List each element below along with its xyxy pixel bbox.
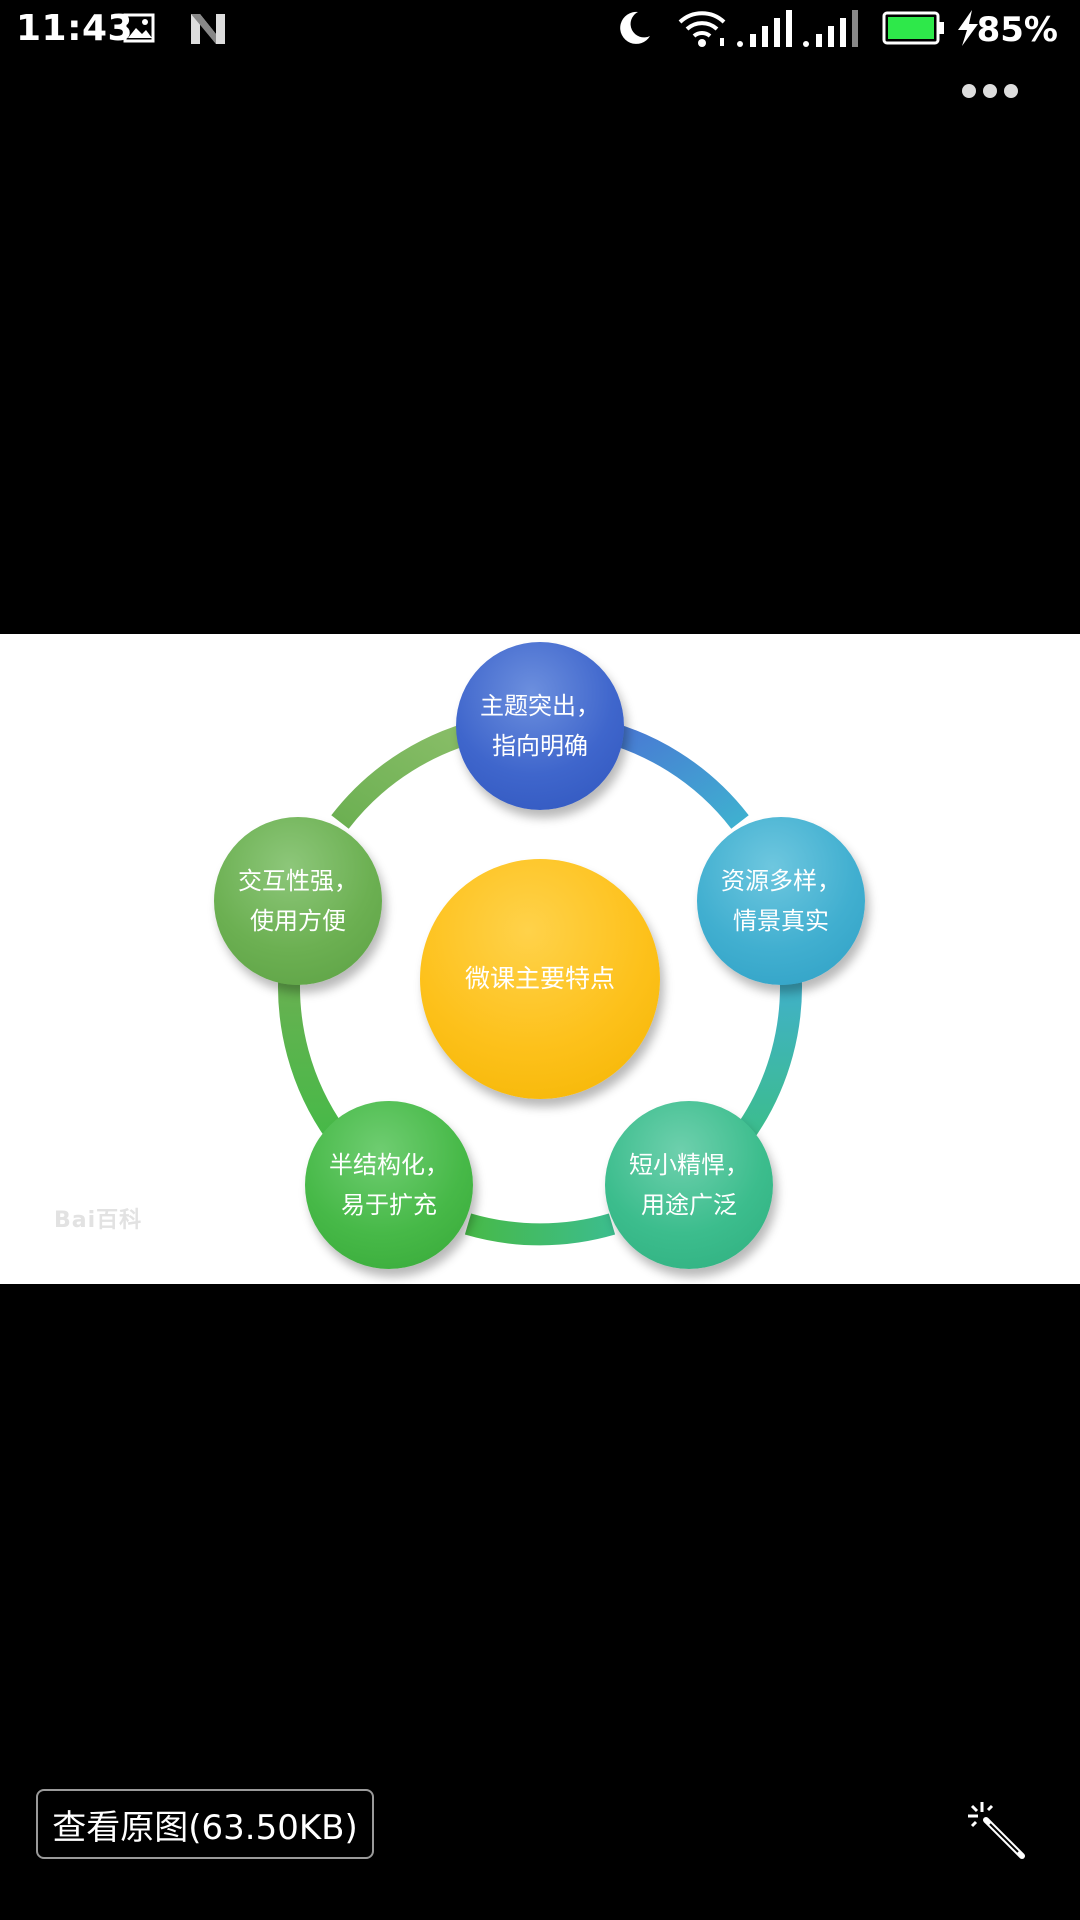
diagram-node-label: 短小精悍， 用途广泛 xyxy=(629,1151,749,1219)
diagram-node: 短小精悍， 用途广泛 xyxy=(605,1101,773,1269)
diagram-node-label: 半结构化， 易于扩充 xyxy=(329,1151,449,1219)
status-time: 11:43 xyxy=(16,8,134,49)
dot xyxy=(962,84,976,98)
status-bar: 11:43 xyxy=(0,0,1080,62)
dot xyxy=(983,84,997,98)
diagram-center-label: 微课主要特点 xyxy=(464,964,615,993)
signal-icon xyxy=(802,8,862,54)
dot xyxy=(1004,84,1018,98)
view-original-button[interactable]: 查看原图(63.50KB) xyxy=(36,1789,374,1859)
diagram-node-label: 资源多样， 情景真实 xyxy=(721,867,841,935)
diagram-node: 主题突出， 指向明确 xyxy=(456,642,624,810)
diagram-center-node: 微课主要特点 xyxy=(420,859,660,1099)
diagram-node: 交互性强， 使用方便 xyxy=(214,817,382,985)
signal-icon xyxy=(736,8,796,54)
n-icon xyxy=(188,12,228,50)
image-icon xyxy=(122,12,158,50)
diagram-node: 资源多样， 情景真实 xyxy=(697,817,865,985)
wifi-icon xyxy=(676,8,728,54)
displayed-image[interactable]: 主题突出， 指向明确 资源多样， 情景真实 短小精悍， 用途广泛 半结构化， 易… xyxy=(0,634,1080,1284)
watermark: Bai百科 xyxy=(54,1208,143,1233)
diagram-node: 半结构化， 易于扩充 xyxy=(305,1101,473,1269)
magic-wand-icon[interactable] xyxy=(964,1798,1028,1862)
diagram-node-label: 主题突出， 指向明确 xyxy=(480,692,600,760)
battery-icon xyxy=(882,8,946,52)
diagram-node-label: 交互性强， 使用方便 xyxy=(238,867,358,935)
moon-icon xyxy=(614,8,654,52)
battery-fill xyxy=(888,17,934,39)
charging-icon xyxy=(952,8,982,52)
more-dots-icon[interactable] xyxy=(962,80,1018,102)
battery-percent: 85% xyxy=(976,10,1058,50)
